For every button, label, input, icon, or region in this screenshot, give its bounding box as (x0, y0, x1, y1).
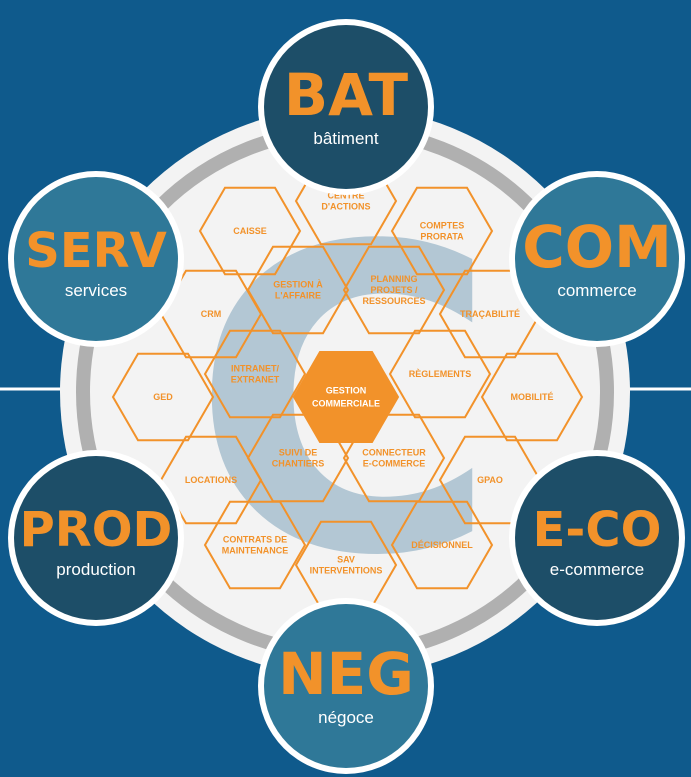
hex-reglements: RÈGLEMENTS (388, 329, 492, 419)
hex-outline (198, 186, 302, 276)
hex-label: CONNECTEUR (362, 448, 426, 458)
hex-label: COMPTES (420, 221, 465, 231)
hex-ged: GED (111, 352, 215, 442)
hex-label: PRORATA (420, 232, 464, 242)
hex-caisse: CAISSE (198, 186, 302, 276)
hex-mobilite: MOBILITÉ (480, 352, 584, 442)
hex-label: L'AFFAIRE (275, 291, 321, 301)
hex-label: CHANTIERS (272, 459, 325, 469)
hex-label: MOBILITÉ (511, 392, 554, 402)
module-e-commerce: E-CO e-commerce (509, 450, 685, 626)
hex-label: E-COMMERCE (363, 459, 426, 469)
hex-decisionnel: DÉCISIONNEL (390, 500, 494, 590)
hex-outline (390, 186, 494, 276)
hex-label: EXTRANET (231, 375, 280, 385)
hex-outline (388, 329, 492, 419)
hex-gestion-a-l-affaire: GESTION ÀL'AFFAIRE (246, 245, 350, 335)
hex-outline (203, 500, 307, 590)
module-abbr: E-CO (533, 502, 662, 558)
hex-label: D'ACTIONS (321, 202, 370, 212)
module-circle (264, 604, 428, 768)
hex-label: CRM (201, 309, 222, 319)
hex-label: DÉCISIONNEL (411, 540, 473, 550)
module-abbr: NEG (278, 640, 414, 708)
hex-label: GPAO (477, 475, 503, 485)
hex-label: MAINTENANCE (222, 546, 289, 556)
module-abbr: COM (522, 213, 672, 281)
hex-label: SAV (337, 555, 355, 565)
hex-gestion-commerciale: GESTION COMMERCIALE (292, 351, 400, 443)
module-abbr: BAT (284, 61, 409, 129)
hex-label: GESTION À (273, 280, 323, 290)
hex-label: INTRANET/ (231, 364, 279, 374)
hex-outline (342, 245, 446, 335)
module-circle (515, 456, 679, 620)
module-label: production (56, 560, 135, 579)
hex-outline (480, 352, 584, 442)
hex-label: CAISSE (233, 226, 267, 236)
hex-intranet-extranet: INTRANET/EXTRANET (203, 329, 307, 419)
module-circle (264, 25, 428, 189)
module-services: SERV services (8, 171, 184, 347)
center-label: COMMERCIALE (312, 399, 380, 409)
hex-label: RESSOURCES (362, 296, 425, 306)
hex-outline (390, 500, 494, 590)
hex-label: RÈGLEMENTS (409, 369, 472, 379)
hex-label: CONTRATS DE (223, 535, 287, 545)
module-production: PROD production (8, 450, 184, 626)
module-label: négoce (318, 708, 374, 727)
hex-outline (203, 329, 307, 419)
hex-label: INTERVENTIONS (310, 566, 383, 576)
hex-label: TRAÇABILITÉ (460, 309, 520, 319)
module-label: services (65, 281, 127, 300)
hex-center-fill (292, 351, 400, 443)
module-abbr: PROD (20, 502, 173, 558)
module-circle (14, 456, 178, 620)
module-label: bâtiment (313, 129, 378, 148)
hex-label: LOCATIONS (185, 475, 237, 485)
hex-label: CENTRE (327, 191, 364, 201)
hex-label: GED (153, 392, 173, 402)
hex-label: PROJETS / (370, 285, 418, 295)
module-circle (515, 177, 679, 341)
hex-label: PLANNING (371, 274, 418, 284)
center-label: GESTION (326, 386, 367, 396)
hex-outline (111, 352, 215, 442)
module-abbr: SERV (25, 223, 166, 279)
module-label: e-commerce (550, 560, 644, 579)
hex-outline (246, 245, 350, 335)
module-label: commerce (557, 281, 636, 300)
hex-label: SUIVI DE (279, 448, 318, 458)
module-circle (14, 177, 178, 341)
